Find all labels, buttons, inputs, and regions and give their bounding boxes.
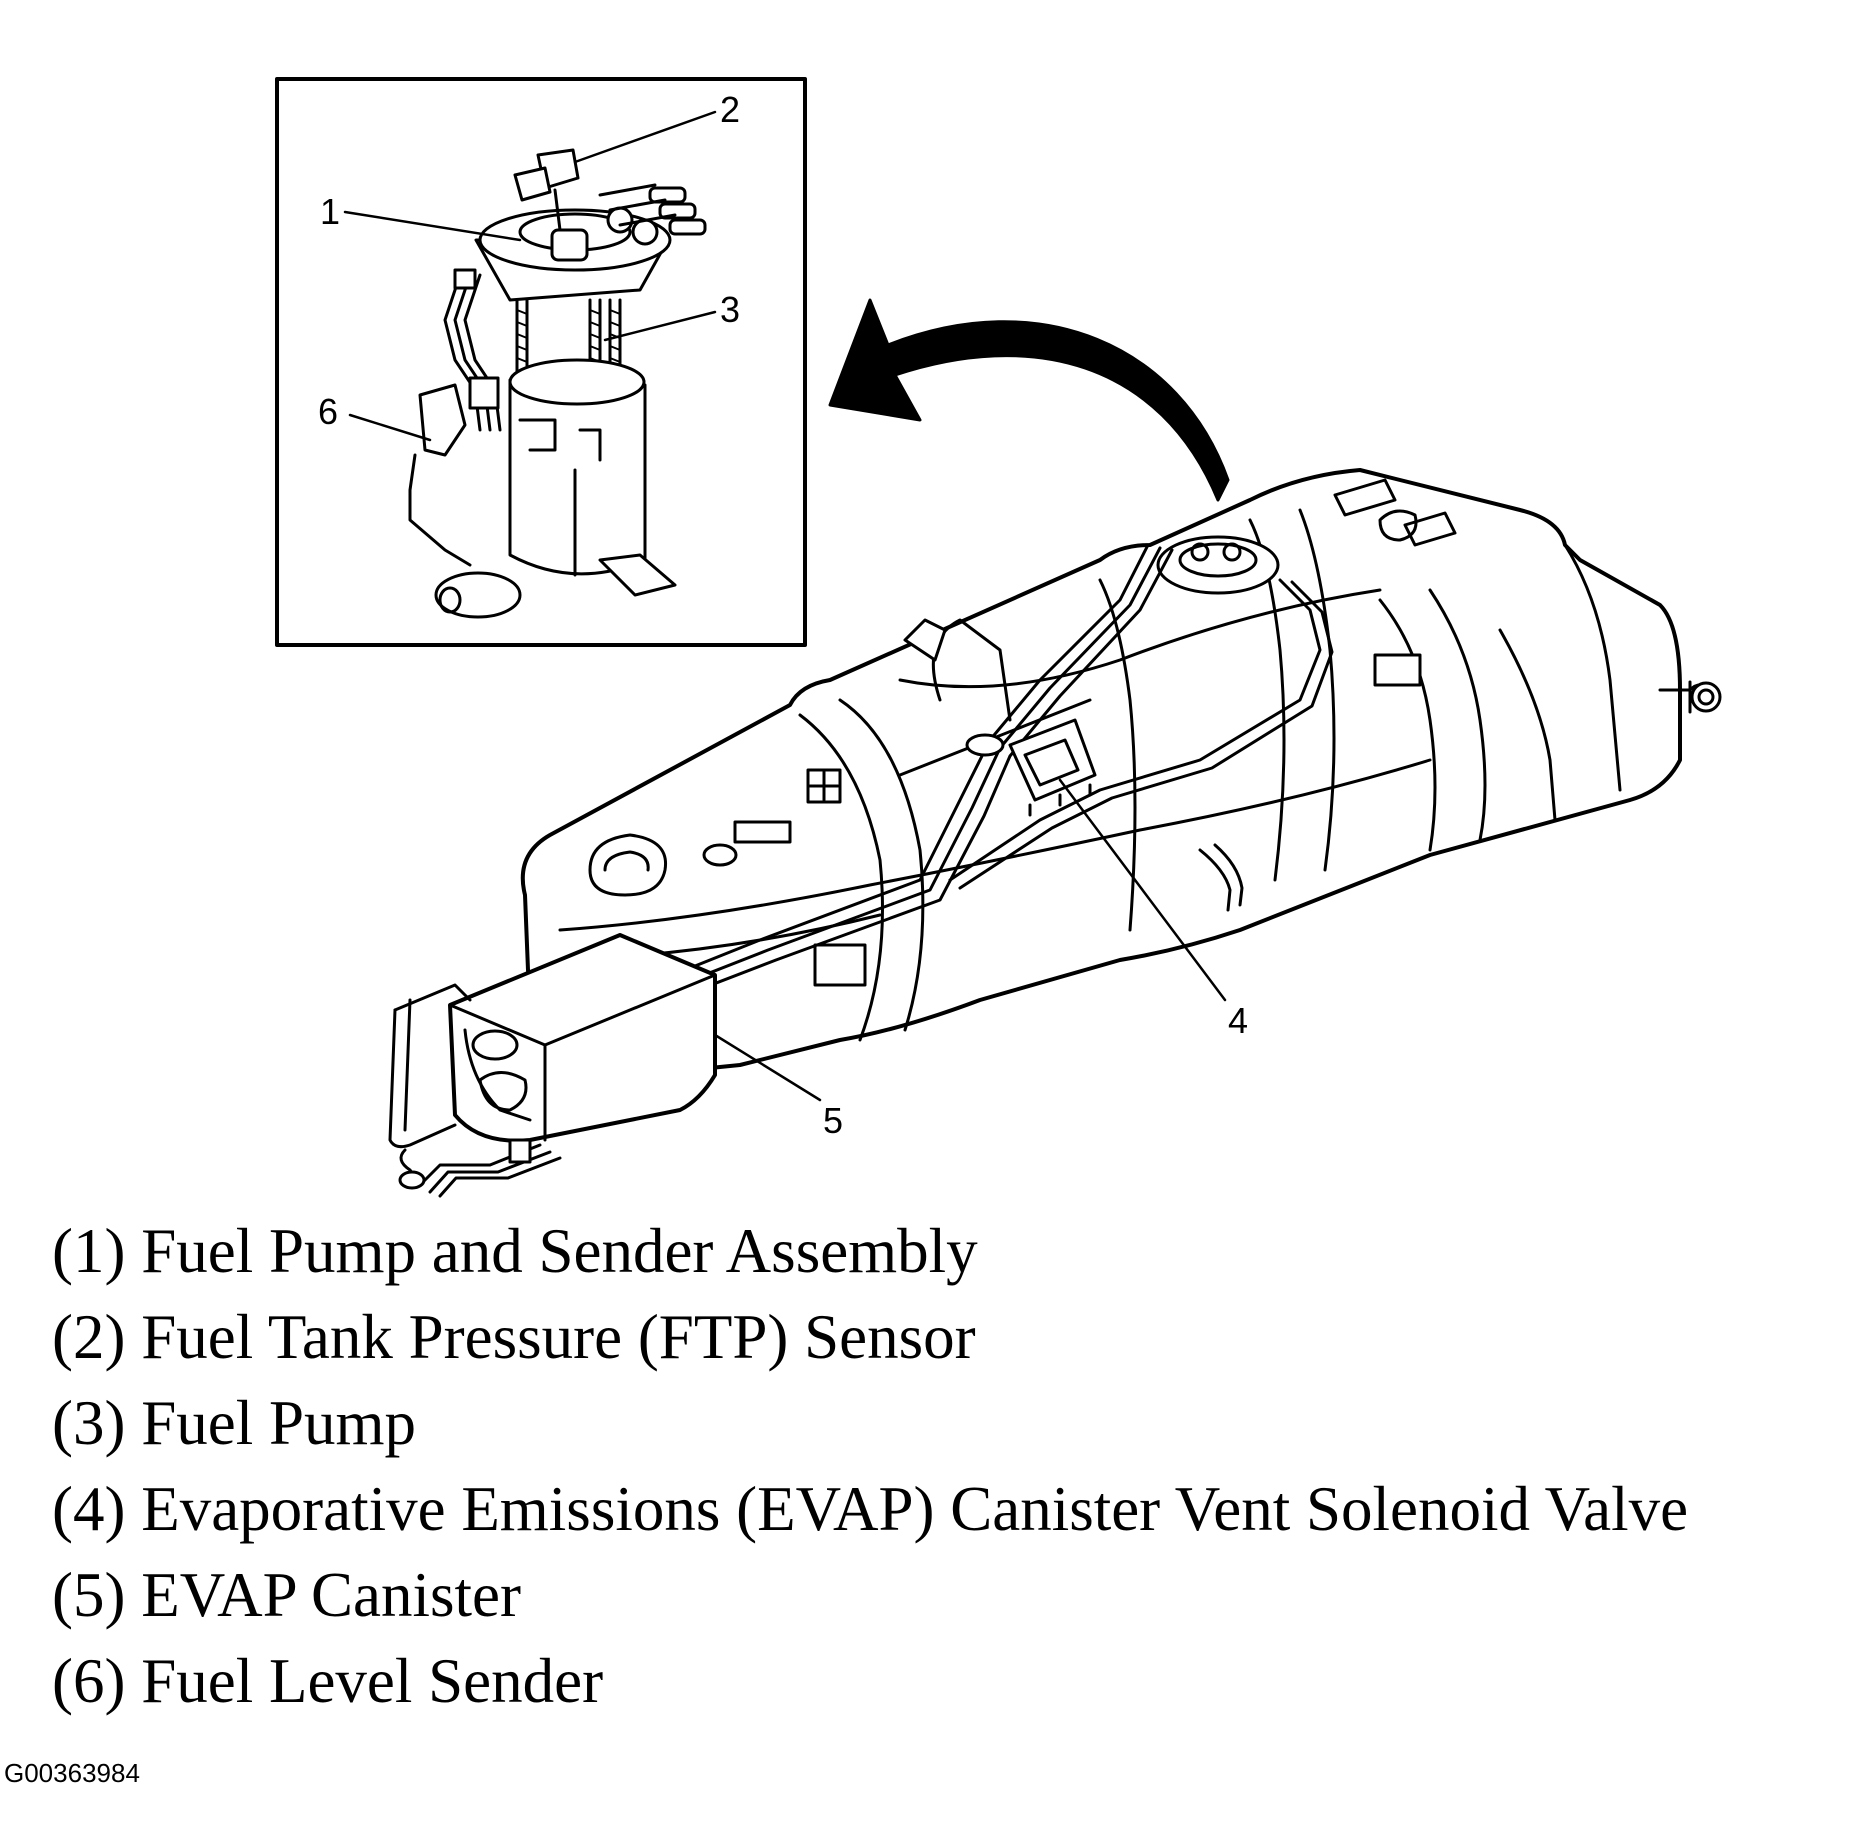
- legend-item: (2) Fuel Tank Pressure (FTP) Sensor: [52, 1302, 976, 1372]
- callout-3: 3: [720, 289, 740, 330]
- callout-6: 6: [318, 391, 338, 432]
- legend-item: (6) Fuel Level Sender: [52, 1646, 604, 1716]
- leader-lines: [343, 110, 1227, 1102]
- fuel-tank-illustration: [388, 468, 1722, 1198]
- inset-frame: [275, 77, 807, 647]
- fuel-pump-module-illustration: [408, 148, 707, 619]
- callout-labels: 1 2 3 4 5 6: [318, 89, 1248, 1141]
- callout-2: 2: [720, 89, 740, 130]
- callout-1: 1: [320, 191, 340, 232]
- component-legend: (1) Fuel Pump and Sender Assembly (2) Fu…: [52, 1208, 1688, 1724]
- legend-item: (5) EVAP Canister: [52, 1560, 521, 1630]
- callout-4: 4: [1228, 1000, 1248, 1041]
- legend-item: (3) Fuel Pump: [52, 1388, 417, 1458]
- figure-code: G00363984: [4, 1758, 140, 1788]
- curved-arrow-icon: [828, 298, 1230, 502]
- diagram-figure: 1 2 3 4 5 6: [275, 77, 1722, 1198]
- legend-item: (4) Evaporative Emissions (EVAP) Caniste…: [52, 1474, 1689, 1544]
- legend-item: (1) Fuel Pump and Sender Assembly: [52, 1216, 978, 1286]
- callout-5: 5: [823, 1100, 843, 1141]
